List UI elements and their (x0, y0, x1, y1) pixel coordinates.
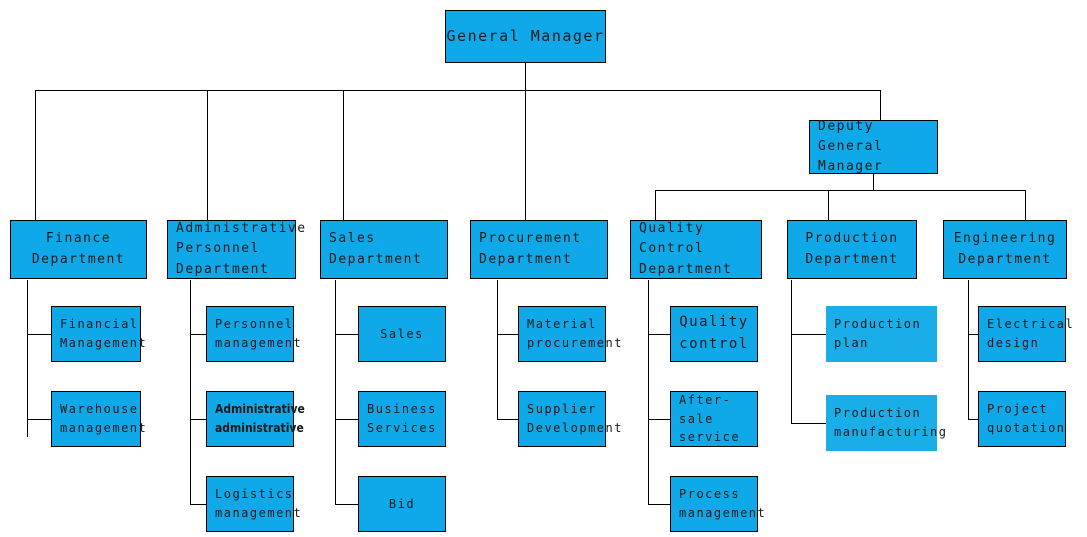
node-department-engineering[interactable]: Engineering Department (943, 220, 1067, 279)
node-unit-project-quotation[interactable]: Project quotation (978, 391, 1066, 447)
connector-stub-finance-1 (27, 334, 51, 335)
connector-stub-finance-2 (27, 419, 51, 420)
connector-drop-engineering (1025, 190, 1026, 220)
connector-drop-quality (655, 190, 656, 220)
connector-stub-production-2 (791, 423, 826, 424)
connector-stub-admin-1 (190, 334, 206, 335)
node-department-procurement[interactable]: Procurement Department (470, 220, 608, 279)
node-unit-bid[interactable]: Bid (358, 476, 446, 532)
connector-stub-quality-1 (648, 334, 670, 335)
connector-stub-sales-2 (335, 419, 358, 420)
node-department-production[interactable]: Production Department (787, 220, 917, 279)
connector-drop-finance (35, 90, 36, 220)
connector-stub-procurement-1 (497, 334, 518, 335)
node-unit-personnel-management[interactable]: Personnel management (206, 306, 301, 362)
connector-stub-sales-1 (335, 334, 358, 335)
connector-stub-engineering-2 (968, 419, 978, 420)
node-unit-supplier-development[interactable]: Supplier Development (518, 391, 621, 447)
connector-stub-admin-2 (190, 419, 206, 420)
node-general-manager[interactable]: General Manager (445, 10, 606, 63)
connector-stub-procurement-2 (497, 419, 518, 420)
connector-gm-stem (525, 63, 526, 90)
connector-stub-quality-2 (648, 419, 670, 420)
connector-drop-admin (207, 90, 208, 220)
node-department-administrative-personnel[interactable]: Administrative Personnel Department (167, 220, 305, 279)
connector-spine-procurement (497, 280, 498, 419)
node-unit-sales[interactable]: Sales (358, 306, 446, 362)
connector-spine-production (791, 280, 792, 423)
node-department-quality-control[interactable]: Quality Control Department (630, 220, 762, 279)
connector-spine-admin (190, 280, 191, 504)
node-unit-quality-control[interactable]: Quality control (670, 306, 758, 362)
node-deputy-general-manager[interactable]: Deputy General Manager (809, 119, 938, 174)
connector-stub-admin-3 (190, 504, 206, 505)
node-unit-administrative-administrative[interactable]: Administrative administrative (206, 391, 305, 447)
connector-drop-sales (343, 90, 344, 220)
connector-stub-production-1 (791, 334, 826, 335)
node-unit-financial-management[interactable]: Financial Management (51, 306, 146, 362)
connector-drop-procurement (525, 90, 526, 220)
connector-drop-production (828, 190, 829, 220)
node-unit-electrical-design[interactable]: Electrical design (978, 306, 1073, 362)
node-department-sales[interactable]: Sales Department (320, 220, 448, 279)
node-department-finance[interactable]: Finance Department (10, 220, 147, 279)
node-unit-warehouse-management[interactable]: Warehouse management (51, 391, 146, 447)
connector-spine-finance (27, 280, 28, 437)
node-unit-business-services[interactable]: Business Services (358, 391, 446, 447)
connector-deputy-bus (655, 190, 1025, 191)
node-unit-logistics-management[interactable]: Logistics management (206, 476, 301, 532)
connector-stub-engineering-1 (968, 334, 978, 335)
connector-main-bus (35, 90, 880, 91)
connector-stub-quality-3 (648, 504, 670, 505)
connector-spine-quality (648, 280, 649, 504)
node-unit-after-sale-service[interactable]: After-sale service (670, 391, 758, 447)
node-unit-production-manufacturing[interactable]: Production manufacturing (826, 395, 946, 451)
connector-stub-sales-3 (335, 504, 358, 505)
connector-drop-deputy (880, 90, 881, 120)
node-unit-production-plan[interactable]: Production plan (826, 306, 937, 362)
node-unit-material-procurement[interactable]: Material procurement (518, 306, 621, 362)
connector-deputy-stem (873, 174, 874, 190)
node-unit-process-management[interactable]: Process management (670, 476, 765, 532)
connector-spine-sales (335, 280, 336, 504)
connector-spine-engineering (968, 280, 969, 419)
